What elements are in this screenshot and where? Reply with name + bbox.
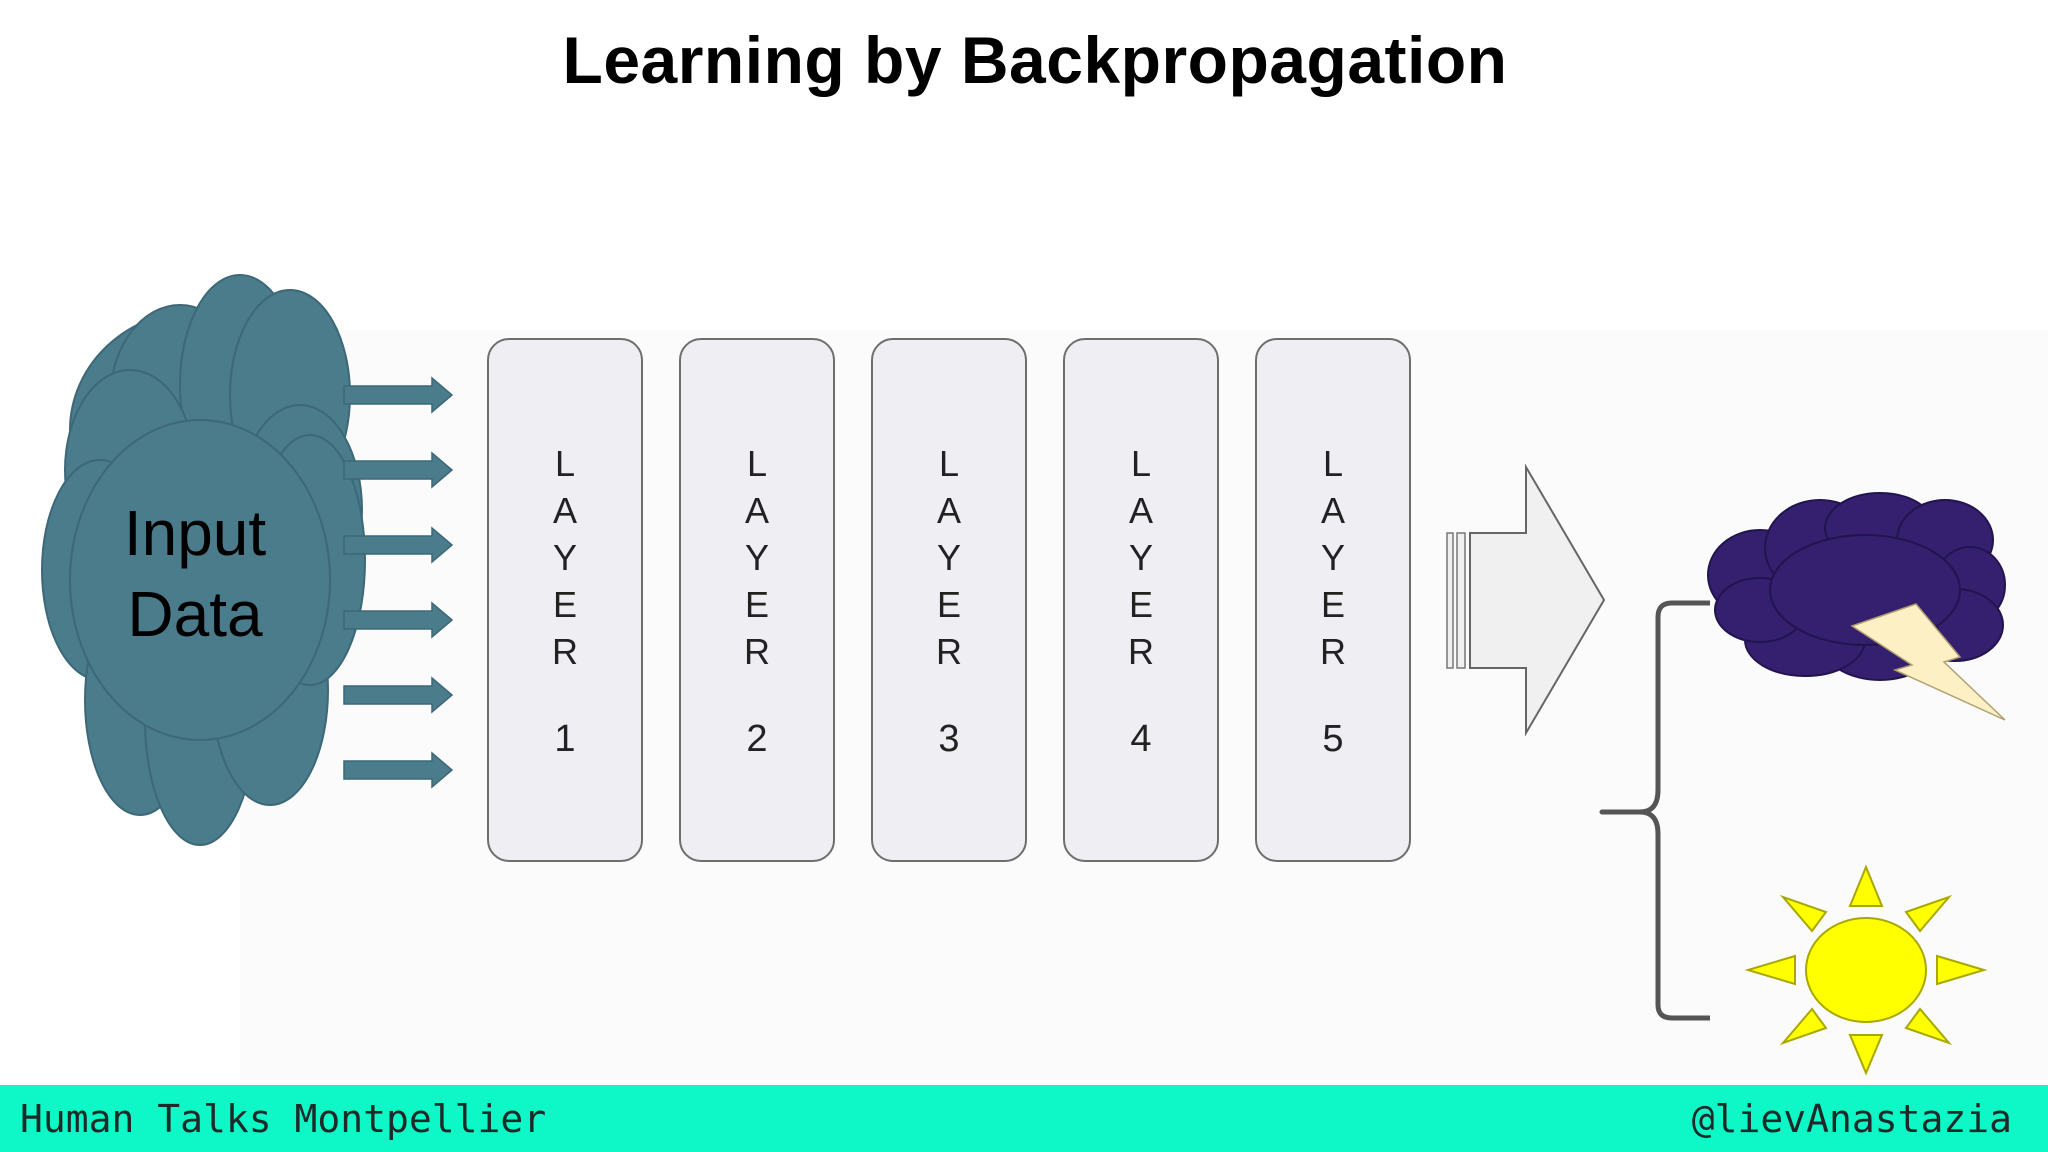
storm-cloud-icon (1707, 492, 2006, 721)
curly-brace-icon (1599, 600, 1710, 1021)
layer-letter: A (1320, 490, 1345, 531)
layer-letter: Y (1320, 537, 1345, 578)
layer-letters: L A Y E R (681, 440, 833, 675)
layer-number: 4 (1130, 718, 1152, 760)
layer-letter: E (552, 584, 577, 625)
layer-letter: R (552, 631, 578, 672)
arrow-right-icon (343, 676, 454, 714)
layer-letter: A (936, 490, 961, 531)
layer-box-2: L A Y E R 2 (679, 338, 835, 862)
arrow-right-icon (343, 526, 454, 564)
layer-letter: Y (936, 537, 961, 578)
layer-number: 5 (1322, 718, 1344, 760)
layer-letters: L A Y E R (1065, 440, 1217, 675)
lightning-icon (1850, 603, 2006, 721)
layer-number: 3 (938, 718, 960, 760)
layer-letter: A (1128, 490, 1153, 531)
layer-letter: Y (552, 537, 577, 578)
layer-letter: L (554, 443, 576, 484)
layer-letter: L (746, 443, 768, 484)
layer-box-3: L A Y E R 3 (871, 338, 1027, 862)
layer-letter: E (744, 584, 769, 625)
footer-author-handle: @lievAnastazia (1691, 1097, 2012, 1141)
slide-title: Learning by Backpropagation (562, 23, 1508, 97)
footer-event-name: Human Talks Montpellier (20, 1097, 547, 1141)
input-label-line2: Data (127, 578, 263, 650)
layer-letter: R (1128, 631, 1154, 672)
layer-letter: Y (744, 537, 769, 578)
layer-letter: L (1130, 443, 1152, 484)
footer-bar: Human Talks Montpellier @lievAnastazia (0, 1085, 2048, 1152)
layer-letter: L (938, 443, 960, 484)
layer-letters: L A Y E R (873, 440, 1025, 675)
arrow-right-icon (343, 451, 454, 489)
layer-letter: E (936, 584, 961, 625)
output-arrow-icon (1446, 463, 1606, 737)
layer-letter: E (1128, 584, 1153, 625)
sun-icon (1744, 864, 1988, 1076)
layer-letter: R (1320, 631, 1346, 672)
layer-box-5: L A Y E R 5 (1255, 338, 1411, 862)
arrow-right-icon (343, 601, 454, 639)
layer-letter: A (552, 490, 577, 531)
layer-number: 1 (554, 718, 576, 760)
layer-letters: L A Y E R (1257, 440, 1409, 675)
layer-number: 2 (746, 718, 768, 760)
arrow-right-icon (343, 376, 454, 414)
layer-letter: Y (1128, 537, 1153, 578)
layer-letter: A (744, 490, 769, 531)
layer-box-4: L A Y E R 4 (1063, 338, 1219, 862)
input-arrows (343, 376, 454, 789)
layer-box-1: L A Y E R 1 (487, 338, 643, 862)
input-data-cloud-icon: Input Data (41, 274, 366, 846)
layer-letter: R (936, 631, 962, 672)
layer-letter: E (1320, 584, 1345, 625)
layer-letter: R (744, 631, 770, 672)
input-label-line1: Input (124, 497, 267, 569)
layer-letters: L A Y E R (489, 440, 641, 675)
arrow-right-icon (343, 751, 454, 789)
layer-letter: L (1322, 443, 1344, 484)
